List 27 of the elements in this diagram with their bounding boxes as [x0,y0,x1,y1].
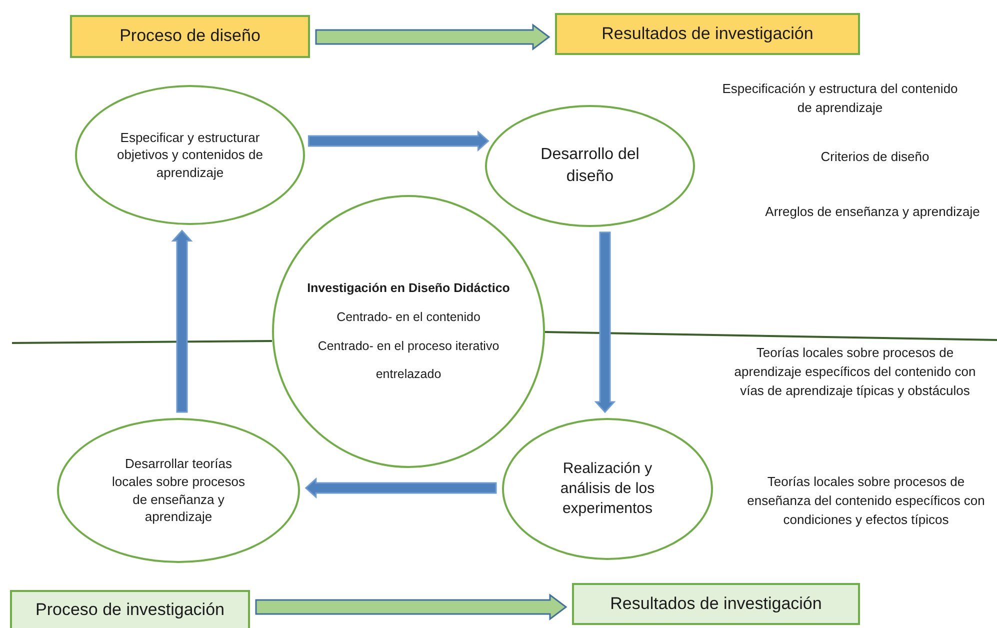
block-arrow [308,130,490,152]
block-arrow [594,232,616,414]
node-text: entrelazado [376,366,442,384]
node-text: Centrado- en el contenido [336,308,480,326]
node-text: Desarrollo del diseño [540,145,640,187]
node-text: Realización y análisis de los experimentos [559,458,656,520]
process-box [70,15,310,58]
block-arrow [171,230,193,413]
node-text: Resultados de investigación [610,592,822,615]
node-text: Proceso de investigación [35,598,224,621]
node-text: Proceso de diseño [120,25,260,48]
node-text: Desarrollar teorías locales sobre procesos de enseñanza y aprendizaje [111,455,246,526]
node-text: Especificar y estructurar objetivos y contenidos de aprendizaje [117,128,263,182]
result-box [555,13,860,55]
annotation-text: Criterios de diseño [820,148,930,166]
node-text: Centrado- en el proceso iterativo [318,338,500,354]
block-arrow [255,594,568,620]
result-box [572,583,860,625]
circle-heading: Investigación en Diseño Didáctico [307,280,510,297]
annotation-text: Especificación y estructura del contenido de aprendizaje [721,80,959,117]
annotation-text: Teorías locales sobre procesos de enseñanza del contenido específicos con condiciones y efectos típicos [746,473,986,529]
process-box [10,590,250,628]
block-arrow [304,477,497,499]
node-text: Resultados de investigación [602,22,814,45]
block-arrow [315,24,550,50]
annotation-text: Teorías locales sobre procesos de aprendizaje específicos del contenido con vías de aprendizaje típicas y obstáculos [733,344,977,400]
annotation-text: Arreglos de enseñanza y aprendizaje [764,203,981,221]
